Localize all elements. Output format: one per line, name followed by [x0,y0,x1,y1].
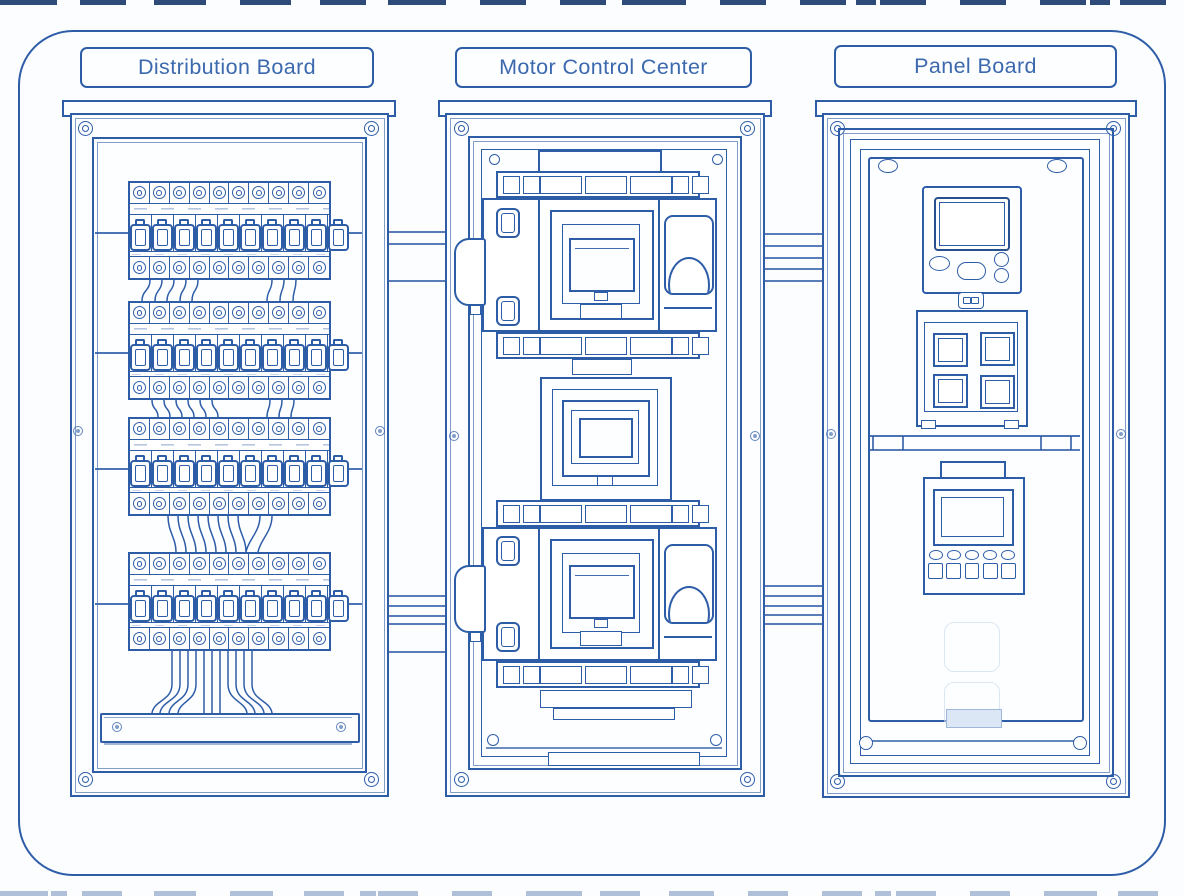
panel-label-motor-control-center: Motor Control Center [455,47,752,88]
panel-label-distribution-board: Distribution Board [80,47,374,88]
panel-label-text: Panel Board [914,54,1037,78]
panel-label-text: Distribution Board [137,55,317,79]
film-edge-top [0,0,1184,5]
panel-label-text: Motor Control Center [499,55,708,79]
film-edge-bottom [0,891,1184,896]
panel-label-panel-board: Panel Board [834,45,1117,88]
sheet-border [18,30,1166,876]
